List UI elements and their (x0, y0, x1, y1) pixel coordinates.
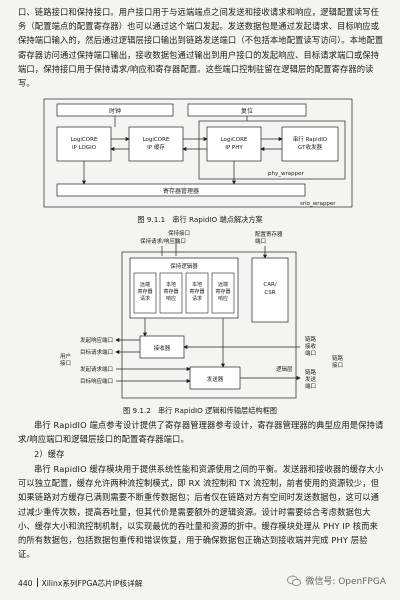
sub-1-1: 本地 (166, 281, 176, 288)
link-tx-label-2: 发送 (305, 375, 317, 383)
ip-logio-label-2: IP LOGIO (72, 145, 97, 151)
link-if-label-2: 接口 (332, 361, 343, 369)
ip-buffer-label-2: IP 缓存 (147, 143, 165, 151)
ip-phy-label-1: LogiCORE (221, 137, 248, 143)
link-rx-label-3: 端口 (305, 349, 316, 357)
figure-endpoint-solution: 时钟 复位 phy_wrapper LogiCORE IP LOGIO Logi… (43, 98, 353, 208)
gt-transceiver-box (281, 126, 339, 162)
port-target-response: 目标响应端口 (80, 377, 113, 385)
ip-logio-label-1: LogiCORE (71, 137, 98, 143)
figure-1-caption: 图 9.1.1 串行 RapidIO 端点解决方案 (137, 215, 263, 224)
logic-layer-label: 逻辑层 (276, 365, 293, 373)
gt-label-1: 串行 RapidIO (293, 135, 328, 143)
port-initiator-request: 发起请求端口 (80, 365, 113, 373)
sub-3-3: 响应 (218, 295, 228, 302)
sub-3-1: 远端 (218, 281, 228, 288)
maint-port-label: 保持接口 (168, 229, 190, 237)
sub-1-3: 响应 (166, 295, 176, 302)
srio-wrapper-box (43, 98, 353, 208)
ip-phy-box (206, 126, 262, 162)
user-if-label-1: 用户 (60, 352, 71, 360)
logic-layer-box (121, 251, 297, 399)
ip-buffer-box (128, 126, 184, 162)
register-manager-label: 寄存器管理器 (163, 187, 199, 195)
figure-logic-transport-layer: 保持接口 保持请求/响应端口 配置寄存器 端口 逻辑层 保持逻辑器 远端 寄存器… (60, 229, 344, 399)
car-csr-label-2: CSR (264, 290, 275, 296)
sub-2-1: 本地 (192, 281, 202, 288)
local-reg-resp-box (159, 272, 183, 314)
car-csr-label-1: CAR/ (263, 282, 276, 288)
maint-req-resp-label: 保持请求/响应端口 (140, 237, 186, 245)
link-if-label-1: 链路 (332, 354, 344, 362)
car-csr-box (251, 257, 289, 323)
phy-wrapper-box (198, 120, 346, 180)
paragraph-buffer: 串行 RapidIO 缓存模块用于提供系统性能和资源使用之间的平衡。发送器和接收… (18, 464, 384, 560)
sub-3-2: 寄存器 (215, 288, 230, 295)
heading-buffer: 2）缓存 (34, 449, 65, 459)
sub-2-3: 请求 (192, 295, 202, 302)
link-tx-label-1: 链路 (305, 368, 317, 376)
local-reg-req-box (185, 272, 209, 314)
sub-0-3: 请求 (140, 295, 150, 302)
link-rx-label-1: 链路 (305, 335, 317, 343)
sub-0-2: 寄存器 (137, 288, 152, 295)
srio-wrapper-label: srio_wrapper (300, 201, 336, 207)
ip-logio-box (56, 126, 112, 162)
paragraph-top: 口、链路接口和保持接口。用户接口用于与远端端点之间发送和接收请求和响应，逻辑配置… (18, 7, 384, 89)
paragraph-register-manager: 串行 RapidIO 端点参考设计提供了寄存器管理器参考设计，寄存器管理器的典型… (18, 420, 384, 445)
cfg-reg-port-label-2: 端口 (255, 237, 266, 245)
maint-manager-box (129, 257, 239, 319)
remote-reg-resp-box (211, 272, 235, 314)
receiver-label: 接收器 (154, 344, 171, 352)
gt-label-2: GT收发器 (298, 143, 322, 151)
user-if-label-2: 接口 (60, 359, 71, 367)
ip-phy-label-2: IP PHY (225, 145, 243, 151)
page-number: 440 (18, 579, 33, 588)
remote-reg-req-box (133, 272, 157, 314)
phy-wrapper-label: phy_wrapper (268, 171, 304, 177)
cfg-reg-port-label-1: 配置寄存器 (255, 230, 283, 238)
sub-0-1: 远端 (140, 281, 150, 288)
reset-label: 复位 (241, 107, 253, 115)
wechat-icon (287, 575, 302, 586)
register-manager-box (56, 183, 306, 197)
sub-2-2: 寄存器 (189, 288, 204, 295)
figure-2-caption: 图 9.1.2 串行 RapidIO 逻辑和传输层结构框图 (123, 406, 277, 415)
sub-1-2: 寄存器 (163, 288, 178, 295)
port-initiator-response: 发起响应端口 (80, 336, 113, 344)
port-target-request: 目标请求端口 (80, 348, 113, 356)
link-rx-label-2: 接收 (305, 342, 317, 350)
watermark-text: 微信号: OpenFPGA (305, 577, 386, 587)
watermark: 微信号: OpenFPGA (287, 574, 386, 587)
transmitter-label: 发送器 (207, 375, 224, 383)
book-title: Xilinx系列FPGA芯片IP核详解 (41, 579, 143, 588)
link-tx-label-3: 端口 (305, 382, 316, 390)
page-footer: 440 Xilinx系列FPGA芯片IP核详解 (18, 578, 142, 589)
clock-label: 时钟 (109, 107, 121, 115)
ip-buffer-label-1: LogiCORE (143, 137, 170, 143)
maint-manager-label: 保持逻辑器 (170, 262, 198, 270)
